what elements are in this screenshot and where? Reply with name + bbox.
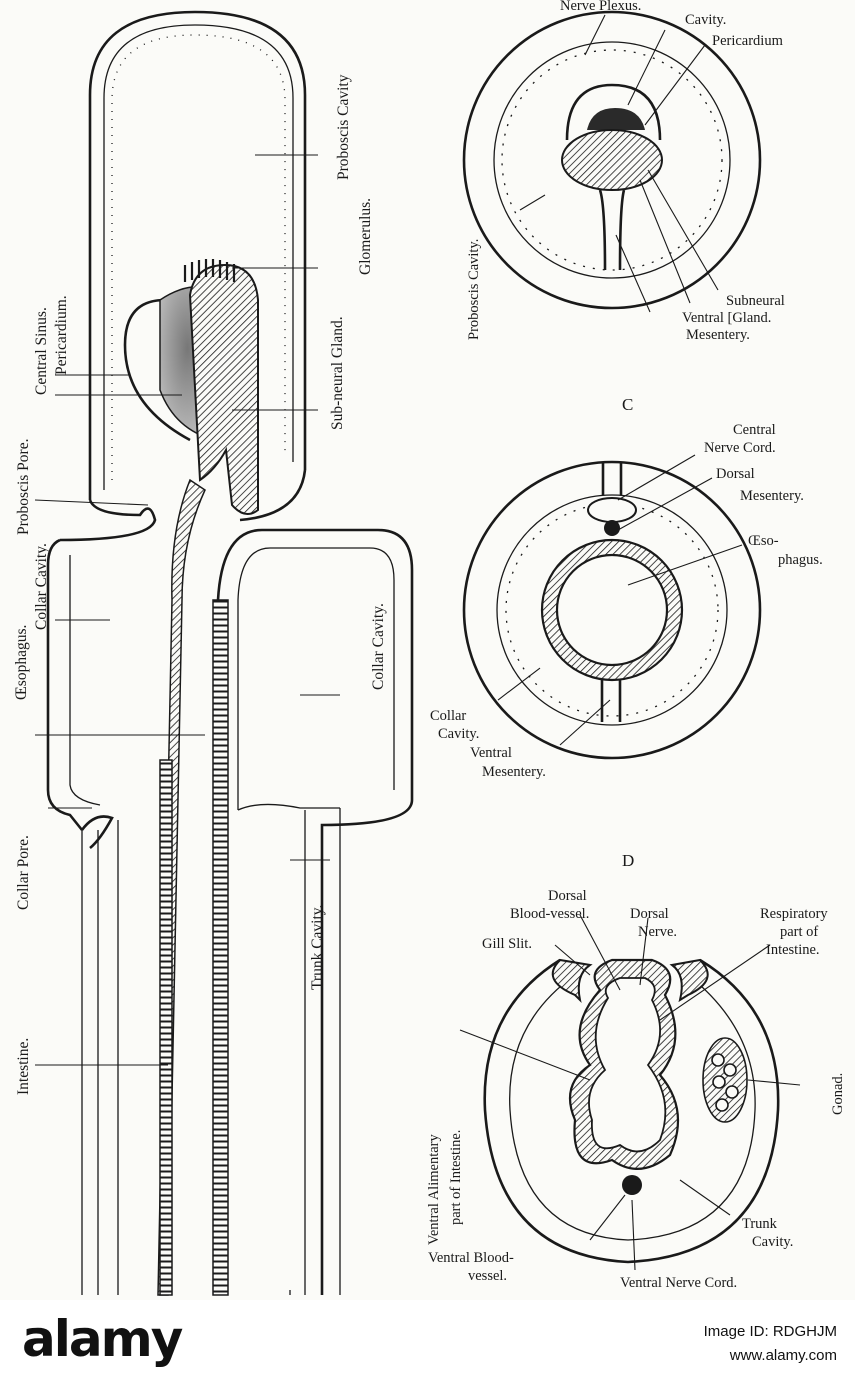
panel-d-letter: D [622, 851, 634, 870]
pericardium-dark [587, 108, 645, 130]
label-trunk-cavity: Trunk Cavity. [309, 905, 326, 990]
panel-c-letter: C [622, 395, 633, 414]
collar-cross-section [462, 454, 762, 760]
central-nerve-cord [587, 497, 637, 523]
label-cavity-d: Cavity. [752, 1234, 793, 1250]
pericardium-sac [123, 298, 191, 442]
label-gill-slit: Gill Slit. [482, 936, 532, 952]
label-dorsal2-d: Dorsal [630, 906, 669, 922]
panel-d-outer [483, 958, 780, 1264]
label-respiratory: Respiratory [760, 906, 828, 922]
label-nerve-cord: Nerve Cord. [704, 440, 776, 456]
intestine-left-wall [159, 759, 173, 1296]
longitudinal-section [34, 10, 414, 1296]
label-cavity-b: Cavity. [685, 12, 726, 28]
label-oeso: Œso- [748, 533, 779, 549]
label-subneural: Subneural [726, 293, 785, 309]
label-intestine-d: Intestine. [766, 942, 820, 958]
subneural-gland-b [561, 129, 663, 191]
label-nerve-plexus: Nerve Plexus. [560, 0, 641, 14]
label-phagus: phagus. [778, 552, 823, 568]
label-mesentery-c: Mesentery. [740, 488, 804, 504]
label-intestine: Intestine. [15, 1038, 32, 1095]
label-part-of: part of [780, 924, 818, 940]
label-cavity-c: Cavity. [438, 726, 479, 742]
intestine-right-wall [212, 599, 229, 1296]
label-mesentery-b: Mesentery. [686, 327, 750, 343]
label-central: Central [733, 422, 776, 438]
label-proboscis-cavity: Proboscis Cavity [335, 74, 352, 180]
proboscis-outer-wall [88, 10, 307, 500]
collar-wall-left [46, 538, 84, 831]
dorsal-vessel-c [604, 520, 620, 536]
label-part-of-intestine: part of Intestine. [448, 1130, 464, 1225]
gonad [702, 1037, 748, 1123]
trunk-cross-section [459, 914, 801, 1271]
panel-c-outer-circle [462, 460, 762, 760]
label-dorsal-d: Dorsal [548, 888, 587, 904]
label-collar-cavity-left: Collar Cavity. [33, 543, 50, 630]
label-central-sinus: Central Sinus. [33, 307, 50, 395]
label-ventral-nerve-cord: Ventral Nerve Cord. [620, 1275, 737, 1291]
alamy-logo[interactable]: alamy [22, 1310, 183, 1368]
site-url[interactable]: www.alamy.com [729, 1347, 837, 1364]
sub-neural-gland [188, 263, 259, 515]
label-nerve-d: Nerve. [638, 924, 677, 940]
label-collar-pore: Collar Pore. [15, 835, 32, 910]
watermark-footer: alamy Image ID: RDGHJM www.alamy.com [0, 1300, 855, 1390]
label-ventral-blood: Ventral Blood- [428, 1250, 514, 1266]
collar-wall-right [216, 528, 414, 1295]
glomerulus [183, 259, 236, 282]
proboscis-pore [59, 499, 157, 542]
label-sub-neural: Sub-neural Gland. [329, 316, 346, 430]
label-proboscis-pore: Proboscis Pore. [15, 439, 32, 535]
label-proboscis-cavity-b: Proboscis Cavity. [466, 239, 482, 340]
image-id: Image ID: RDGHJM [703, 1323, 837, 1340]
label-gonad: Gonad. [830, 1073, 846, 1115]
label-collar-c: Collar [430, 708, 466, 724]
label-vessel-d: vessel. [468, 1268, 507, 1284]
label-ventral-gland: Ventral [Gland. [682, 310, 771, 326]
label-ventral-alimentary: Ventral Alimentary [426, 1134, 442, 1245]
label-pericardium-b: Pericardium [712, 33, 784, 49]
label-trunk-d: Trunk [742, 1216, 778, 1232]
label-dorsal-c: Dorsal [716, 466, 755, 482]
ventral-blood-vessel [622, 1175, 642, 1195]
label-glomerulus: Glomerulus. [357, 198, 374, 275]
proboscis-cross-section [462, 10, 762, 313]
panel-b-outer-circle [462, 10, 762, 310]
label-pericardium: Pericardium. [53, 295, 70, 375]
label-ventral-c: Ventral [470, 745, 512, 761]
plate-drawing: Proboscis Cavity Glomerulus. Sub-neural … [13, 0, 846, 1296]
label-blood-vessel-d: Blood-vessel. [510, 906, 589, 922]
anatomy-plate: Proboscis Cavity Glomerulus. Sub-neural … [13, 0, 846, 1296]
label-collar-cavity-right: Collar Cavity. [370, 603, 387, 690]
label-ventral-mesentery-c: Mesentery. [482, 764, 546, 780]
label-oesophagus: Œsophagus. [13, 625, 30, 700]
